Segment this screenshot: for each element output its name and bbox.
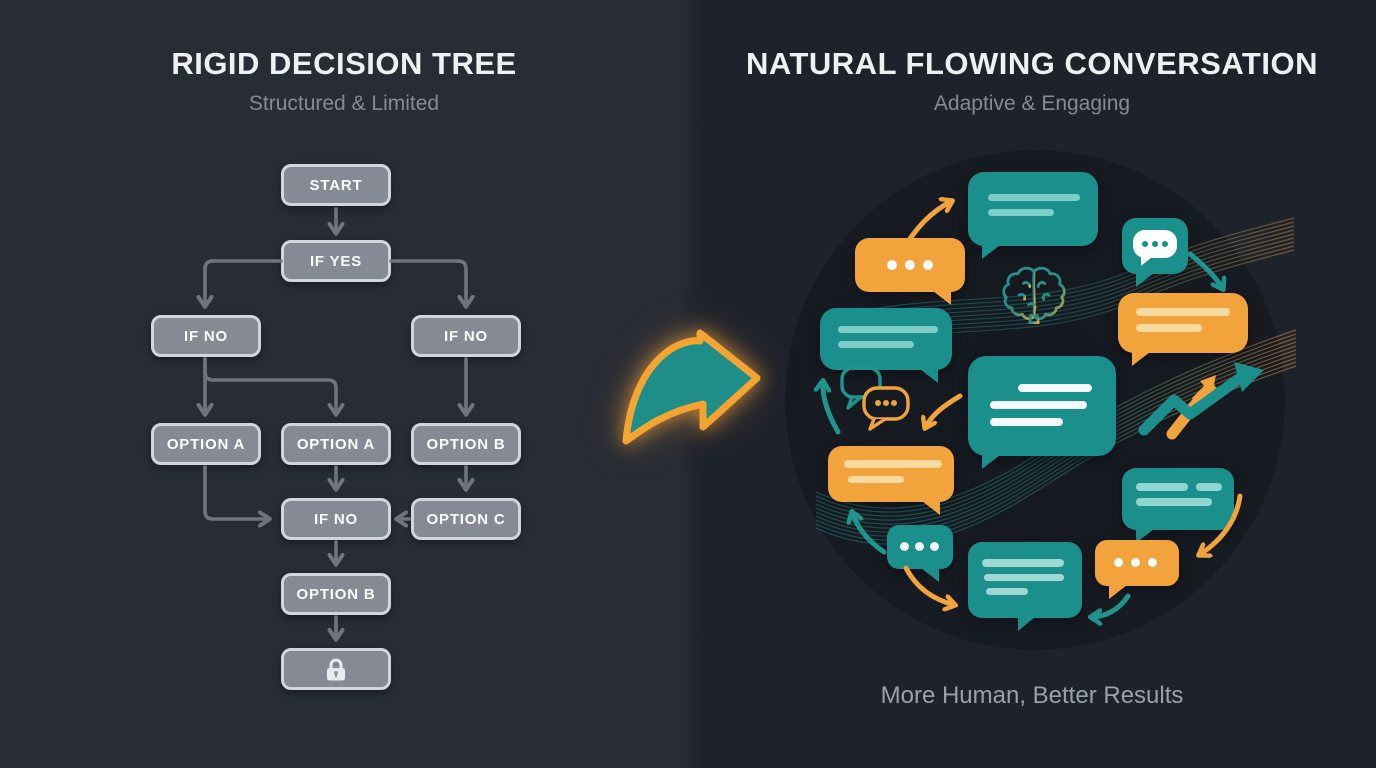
flowchart-node-option-b-center: OPTION B xyxy=(281,573,391,615)
trending-up-arrow-icon xyxy=(1138,362,1264,440)
text-line xyxy=(1136,324,1202,332)
node-label: IF NO xyxy=(184,327,228,345)
typing-dot xyxy=(887,260,897,270)
right-panel-title: NATURAL FLOWING CONVERSATION xyxy=(746,46,1318,81)
chat-outline-pair-icon xyxy=(840,366,910,431)
text-line xyxy=(984,574,1064,581)
node-label: OPTION C xyxy=(426,510,506,528)
typing-dot xyxy=(1162,241,1168,247)
flowchart-node-option-b-right: OPTION B xyxy=(411,423,521,465)
flowchart-node-if-no-center: IF NO xyxy=(281,498,391,540)
typing-dot xyxy=(930,542,939,551)
right-panel-caption: More Human, Better Results xyxy=(880,682,1184,709)
chat-bubble-with-balloon xyxy=(1122,218,1188,287)
text-line xyxy=(1136,483,1188,491)
text-line xyxy=(1136,498,1212,506)
text-line xyxy=(982,559,1064,567)
lock-icon xyxy=(327,658,345,681)
chat-bubble-mid-right xyxy=(1118,293,1248,366)
chat-bubble-center-large xyxy=(968,356,1116,469)
node-label: OPTION A xyxy=(166,435,246,453)
flowchart-node-start: START xyxy=(281,164,391,206)
text-line xyxy=(990,418,1063,426)
brain-icon xyxy=(1002,266,1066,325)
text-line xyxy=(988,194,1080,201)
typing-dot xyxy=(923,260,933,270)
typing-bubble-orange-bottom xyxy=(1095,540,1179,599)
chat-bubble-bottom-center xyxy=(968,542,1082,631)
typing-dot xyxy=(1131,558,1140,567)
typing-dot xyxy=(900,542,909,551)
node-label: START xyxy=(309,176,363,194)
flowchart-node-option-a-center: OPTION A xyxy=(281,423,391,465)
typing-bubble-teal-bottom xyxy=(887,525,953,582)
typing-dot xyxy=(1152,241,1158,247)
flowchart-node-locked-end xyxy=(281,648,391,690)
typing-dot xyxy=(915,542,924,551)
flowchart-node-if-yes: IF YES xyxy=(281,240,391,282)
node-label: IF NO xyxy=(314,510,358,528)
text-line xyxy=(990,401,1087,409)
typing-dot xyxy=(1114,558,1123,567)
text-line xyxy=(848,476,904,483)
left-panel-title: RIGID DECISION TREE xyxy=(171,46,517,81)
text-line xyxy=(1018,384,1092,392)
curved-transition-arrow xyxy=(622,329,761,445)
chat-bubble-lower-right xyxy=(1122,468,1234,543)
node-label: OPTION A xyxy=(296,435,376,453)
speech-balloon-icon xyxy=(1133,230,1177,266)
chat-bubble-mid-left xyxy=(820,308,952,383)
left-panel-header: RIGID DECISION TREE Structured & Limited xyxy=(0,46,688,116)
typing-dot xyxy=(1148,558,1157,567)
text-line xyxy=(844,460,942,468)
node-label: OPTION B xyxy=(296,585,376,603)
text-line xyxy=(988,209,1054,216)
chat-bubble-top xyxy=(968,172,1098,259)
text-line xyxy=(986,588,1028,595)
text-line xyxy=(1196,483,1222,491)
typing-dot xyxy=(1142,241,1148,247)
left-panel-subtitle: Structured & Limited xyxy=(248,92,440,115)
flowchart-node-if-no-right: IF NO xyxy=(411,315,521,357)
node-label: IF NO xyxy=(444,327,488,345)
typing-dot xyxy=(905,260,915,270)
right-panel-header: NATURAL FLOWING CONVERSATION Adaptive & … xyxy=(688,46,1376,116)
node-label: OPTION B xyxy=(426,435,506,453)
typing-bubble-orange-upper xyxy=(855,238,965,305)
text-line xyxy=(838,326,938,333)
flowchart-node-option-c-right: OPTION C xyxy=(411,498,521,540)
flowchart-node-option-a-left: OPTION A xyxy=(151,423,261,465)
right-panel-subtitle: Adaptive & Engaging xyxy=(933,92,1131,115)
flowchart-node-if-no-left: IF NO xyxy=(151,315,261,357)
text-line xyxy=(838,341,914,348)
chat-bubble-lower-left xyxy=(828,446,954,515)
text-line xyxy=(1136,308,1230,316)
node-label: IF YES xyxy=(309,252,363,270)
